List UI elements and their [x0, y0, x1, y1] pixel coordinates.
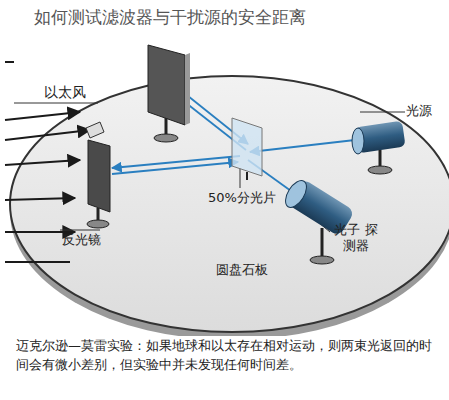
- ether-wind-label: 以太风: [44, 84, 86, 102]
- splitter-label: 50%分光片: [208, 190, 276, 206]
- page-title: 如何测试滤波器与干扰源的安全距离: [34, 6, 306, 29]
- caption: 迈克尔逊—莫雷实验：如果地球和以太存在相对运动，则两束光返回的时间会有微小差别，…: [16, 336, 436, 374]
- stone-disk: [10, 76, 449, 332]
- beam-splitter: [232, 118, 262, 180]
- mirror-label: 反光镜: [62, 232, 101, 248]
- detector-label: 光子 探测器: [334, 222, 378, 255]
- disk-label: 圆盘石板: [216, 262, 268, 278]
- light-source-label: 光源: [406, 103, 432, 119]
- left-mirror: [86, 122, 110, 228]
- top-mirror: [148, 45, 190, 142]
- light-source: [352, 121, 406, 174]
